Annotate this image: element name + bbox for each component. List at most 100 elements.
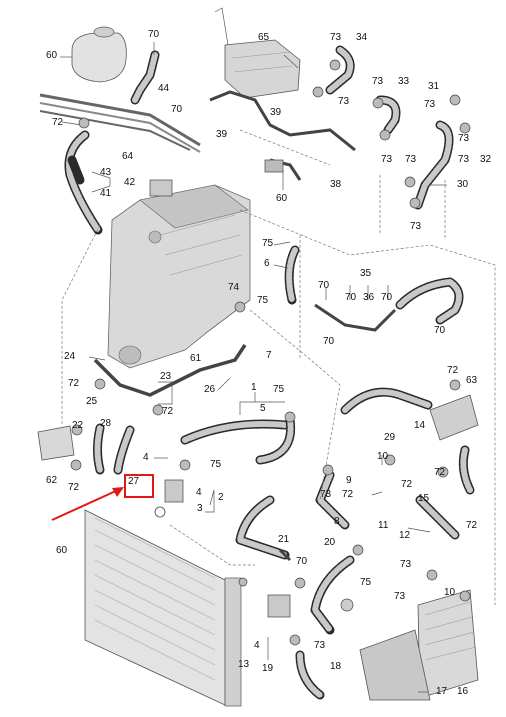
highlight-box-27 [124, 474, 154, 498]
label-72: 72 [68, 482, 80, 493]
label-70: 70 [434, 325, 446, 336]
oil-cooler [429, 394, 479, 441]
label-70: 70 [381, 292, 393, 303]
coolant-reservoir [37, 425, 75, 461]
label-73: 73 [400, 559, 412, 570]
label-28: 28 [100, 418, 112, 429]
label-39: 39 [270, 107, 282, 118]
pointer-arrow [51, 487, 124, 521]
label-62: 62 [46, 475, 58, 486]
label-17: 17 [436, 686, 448, 697]
label-73: 73 [314, 640, 326, 651]
label-72: 72 [342, 489, 354, 500]
label-4: 4 [254, 640, 260, 651]
label-73: 73 [320, 489, 332, 500]
label-11: 11 [378, 520, 389, 531]
label-72: 72 [447, 365, 459, 376]
label-72: 72 [401, 479, 413, 490]
label-1: 1 [251, 382, 257, 393]
label-35: 35 [360, 268, 372, 279]
label-7: 7 [266, 350, 272, 361]
label-73: 73 [405, 154, 417, 165]
label-72: 72 [68, 378, 80, 389]
label-73: 73 [330, 32, 342, 43]
label-43: 43 [100, 167, 112, 178]
label-8: 8 [334, 516, 340, 527]
label-70: 70 [345, 292, 357, 303]
label-2: 2 [218, 492, 224, 503]
label-75: 75 [257, 295, 269, 306]
label-73: 73 [372, 76, 384, 87]
label-74: 74 [228, 282, 240, 293]
label-60-thermostat: 60 [276, 193, 288, 204]
label-29: 29 [384, 432, 396, 443]
label-26: 26 [204, 384, 216, 395]
boundary-lines [61, 129, 496, 605]
label-18: 18 [330, 661, 342, 672]
label-14: 14 [414, 420, 426, 431]
label-4: 4 [196, 487, 202, 498]
label-73: 73 [381, 154, 393, 165]
label-70: 70 [171, 104, 183, 115]
label-65: 65 [258, 32, 270, 43]
label-70: 70 [296, 556, 308, 567]
engine-block [107, 184, 251, 369]
label-70: 70 [318, 280, 330, 291]
hoses [64, 45, 475, 700]
label-73: 73 [410, 221, 422, 232]
label-30: 30 [457, 179, 469, 190]
label-23: 23 [160, 371, 172, 382]
label-60-tank: 60 [46, 50, 58, 61]
label-16: 16 [457, 686, 469, 697]
label-72: 72 [162, 406, 174, 417]
clamps [70, 59, 471, 646]
label-32: 32 [480, 154, 492, 165]
label-60-radiator: 60 [56, 545, 68, 556]
label-73: 73 [458, 133, 470, 144]
auxiliary-cooler [359, 589, 479, 701]
expansion-tank [71, 26, 127, 83]
label-72: 72 [52, 117, 64, 128]
label-10: 10 [377, 451, 389, 462]
label-31: 31 [428, 81, 440, 92]
label-12: 12 [399, 530, 411, 541]
label-4: 4 [143, 452, 149, 463]
label-19: 19 [262, 663, 274, 674]
label-75: 75 [262, 238, 274, 249]
label-75: 75 [360, 577, 372, 588]
label-75: 75 [273, 384, 285, 395]
label-3: 3 [197, 503, 203, 514]
label-21: 21 [278, 534, 290, 545]
label-73: 73 [424, 99, 436, 110]
label-15: 15 [418, 493, 430, 504]
label-34: 34 [356, 32, 368, 43]
label-39: 39 [216, 129, 228, 140]
label-61: 61 [190, 353, 202, 364]
label-20: 20 [324, 537, 336, 548]
label-13: 13 [238, 659, 250, 670]
label-22: 22 [72, 420, 84, 431]
label-25: 25 [86, 396, 98, 407]
label-27: 27 [128, 476, 140, 487]
label-5: 5 [260, 403, 266, 414]
label-72: 72 [434, 467, 446, 478]
label-73: 73 [394, 591, 406, 602]
label-41: 41 [100, 188, 112, 199]
label-70: 70 [323, 336, 335, 347]
label-24: 24 [64, 351, 76, 362]
label-73: 73 [338, 96, 350, 107]
label-36: 36 [363, 292, 375, 303]
label-6: 6 [264, 258, 270, 269]
label-44: 44 [158, 83, 170, 94]
label-72: 72 [466, 520, 478, 531]
label-33: 33 [398, 76, 410, 87]
cooler-65 [214, 7, 301, 99]
label-9: 9 [346, 475, 352, 486]
leader-lines [60, 42, 447, 693]
label-73: 73 [458, 154, 470, 165]
radiator [84, 509, 242, 707]
label-64: 64 [122, 151, 134, 162]
pipe-bundle [39, 93, 201, 153]
label-10: 10 [444, 587, 456, 598]
